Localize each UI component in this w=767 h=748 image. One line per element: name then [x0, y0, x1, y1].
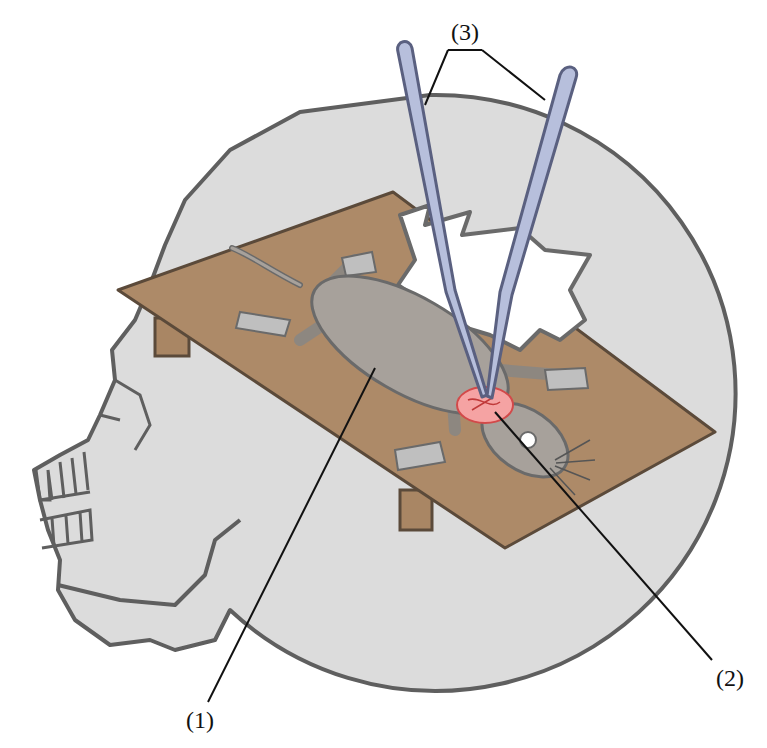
skull-outline: [34, 95, 736, 691]
forceps: [487, 67, 577, 398]
rat-tail: [232, 248, 300, 285]
tape: [395, 442, 445, 470]
cheek-line: [100, 380, 150, 450]
tape: [545, 368, 588, 390]
dissection-board: [118, 192, 715, 548]
rat-ear: [520, 432, 536, 448]
callout-number: (1): [186, 708, 214, 732]
teeth: [36, 452, 92, 548]
tape: [342, 252, 376, 276]
leader-line: [208, 368, 375, 702]
tape: [236, 312, 290, 336]
leader-line: [448, 49, 482, 51]
rat-tail: [232, 248, 300, 285]
vessels: [468, 398, 500, 410]
leader-line: [425, 50, 545, 105]
callout-number: (3): [451, 20, 479, 44]
whiskers: [550, 440, 595, 495]
callout-number: (2): [716, 666, 744, 690]
jaw-line: [58, 520, 240, 605]
leader-line: [495, 412, 712, 660]
forceps: [398, 42, 487, 397]
